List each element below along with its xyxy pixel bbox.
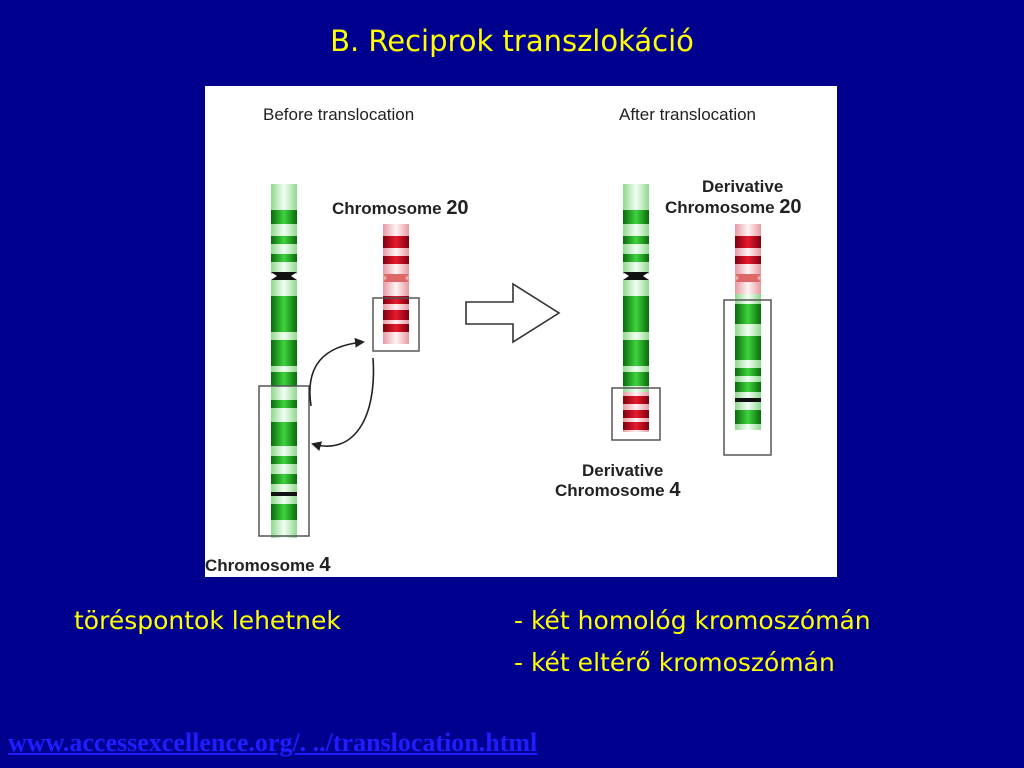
slide-title: B. Reciprok transzlokáció bbox=[330, 24, 694, 58]
derivative-20-box bbox=[723, 299, 772, 456]
derivative-4-box bbox=[611, 387, 661, 441]
breakpoints-lead-text: töréspontok lehetnek bbox=[74, 606, 341, 635]
exchange-arrow-up bbox=[309, 337, 365, 407]
chromosome-4 bbox=[258, 184, 310, 538]
homologous-chromosomes-item: - két homológ kromoszómán bbox=[514, 606, 871, 635]
derivative-4-label-line2: Chromosome 4 bbox=[555, 479, 681, 501]
derivative-chromosome-20 bbox=[723, 224, 772, 456]
derivative-20-label-line1: Derivative bbox=[702, 177, 783, 196]
after-translocation-label: After translocation bbox=[619, 105, 756, 124]
chromosome-4-label: Chromosome 4 bbox=[205, 554, 331, 576]
chromosome-20-label: Chromosome 20 bbox=[332, 197, 469, 219]
derivative-20-label-line2: Chromosome 20 bbox=[665, 196, 802, 218]
before-translocation-label: Before translocation bbox=[263, 105, 414, 124]
different-chromosomes-item: - két eltérő kromoszómán bbox=[514, 648, 835, 677]
chromosome-4-breakpoint-box bbox=[258, 385, 310, 537]
translocation-arrow-icon bbox=[465, 282, 561, 344]
exchange-arrow-down bbox=[311, 357, 375, 451]
derivative-chromosome-4 bbox=[611, 184, 661, 441]
source-link[interactable]: www.accessexcellence.org/. ../translocat… bbox=[8, 728, 538, 757]
chromosome-20 bbox=[372, 224, 420, 352]
chromosome-20-breakpoint-box bbox=[372, 297, 420, 352]
derivative-4-label-line1: Derivative bbox=[582, 461, 663, 480]
translocation-diagram: Before translocation After translocation… bbox=[205, 86, 837, 577]
